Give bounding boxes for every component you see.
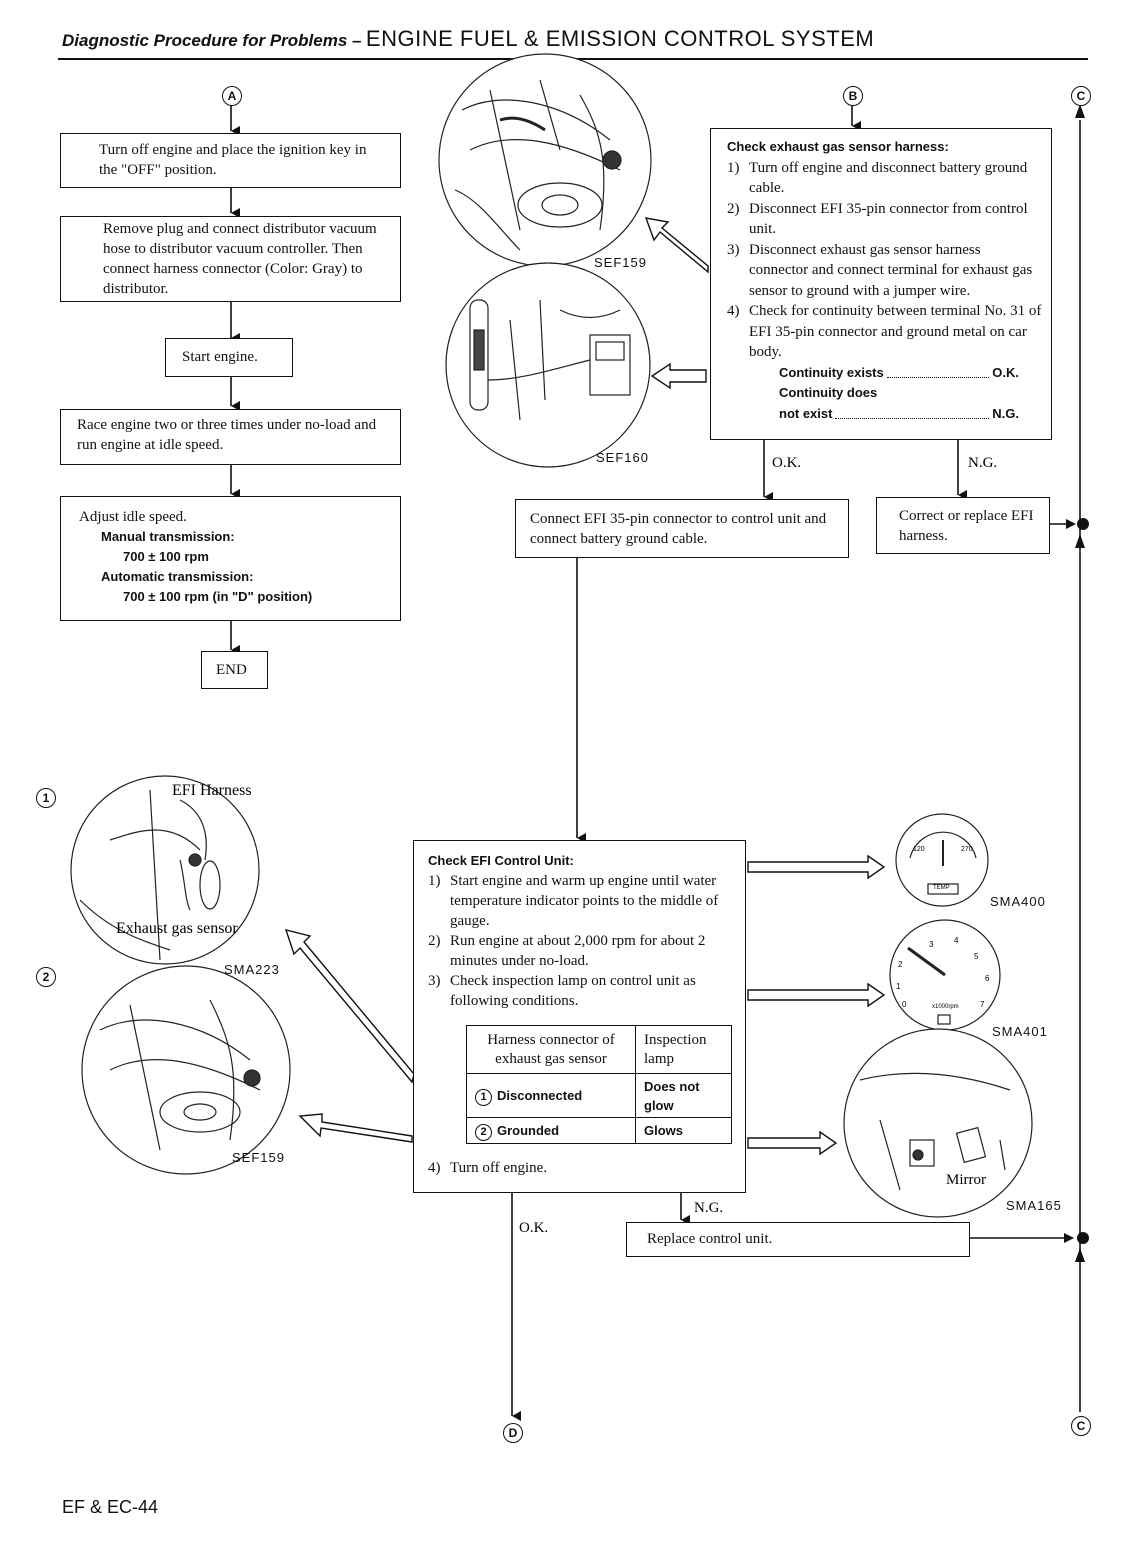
tach-tick-5: 5 [974, 952, 979, 961]
page-number: EF & EC-44 [62, 1497, 159, 1517]
unit-step: 2)Run engine at about 2,000 rpm for abou… [428, 933, 706, 969]
callout-exhaust-gas-sensor: Exhaust gas sensor [116, 920, 238, 937]
table-header-connector: Harness connector of exhaust gas sensor [466, 1025, 636, 1074]
table-row-does-not-glow: Does not glow [635, 1073, 732, 1118]
gauge-high-label: 270 [961, 846, 973, 853]
replace-control-unit-box: Replace control unit. [626, 1222, 970, 1257]
illustration-sef160 [445, 262, 651, 468]
tach-tick-2: 2 [898, 960, 903, 969]
automatic-transmission-value: 700 ± 100 rpm (in "D" position) [123, 589, 313, 604]
harness-step: 2)Disconnect EFI 35-pin connector from c… [727, 200, 1028, 238]
tach-tick-0: 0 [902, 1000, 907, 1009]
tach-unit-label: x1000rpm [932, 1004, 959, 1010]
marker-c-bottom: C [1071, 1416, 1091, 1436]
header-title: ENGINE FUEL & EMISSION CONTROL SYSTEM [365, 26, 875, 51]
bottom-ng: N.G. [694, 1200, 724, 1216]
table-row-glows: Glows [635, 1117, 732, 1144]
manual-transmission-label: Manual transmission: [101, 529, 235, 544]
unit-step: 1)Start engine and warm up engine until … [428, 873, 719, 929]
harness-step: 4)Check for continuity between terminal … [727, 303, 1042, 360]
tach-tick-3: 3 [929, 940, 934, 949]
illustration-sef159-bottom [81, 965, 291, 1175]
figure-label-sma223: SMA223 [224, 962, 280, 977]
inspection-table: Harness connector of exhaust gas sensor … [466, 1025, 732, 1144]
illustration-sma223 [70, 775, 260, 965]
unit-step: 3)Check inspection lamp on control unit … [428, 973, 696, 1009]
unit-step-4: 4)Turn off engine. [428, 1160, 548, 1176]
adjust-idle-title: Adjust idle speed. [79, 509, 187, 525]
marker-c-top: C [1071, 86, 1091, 106]
check-harness-title: Check exhaust gas sensor harness: [727, 139, 949, 154]
illustration-sma400 [895, 813, 989, 907]
correct-harness-box: Correct or replace EFI harness. [876, 497, 1050, 554]
connect-efi-box: Connect EFI 35-pin connector to control … [515, 499, 849, 558]
step-connect-distributor: Remove plug and connect distributor vacu… [60, 216, 401, 302]
marker-a: A [222, 86, 242, 106]
tach-tick-7: 7 [980, 1000, 985, 1009]
branch-ng: N.G. [968, 455, 998, 471]
callout-mirror: Mirror [946, 1172, 986, 1188]
branch-ok: O.K. [772, 455, 802, 471]
harness-step: 1)Turn off engine and disconnect battery… [727, 159, 1028, 197]
result-continuity-does: Continuity does [779, 385, 878, 400]
gauge-temp-label: TEMP [933, 885, 950, 891]
marker-d: D [503, 1423, 523, 1443]
callout-efi-harness: EFI Harness [172, 782, 252, 799]
figure-label-sma400: SMA400 [990, 894, 1046, 909]
tach-tick-4: 4 [954, 936, 959, 945]
illustration-sma165 [843, 1028, 1033, 1218]
table-header-lamp: Inspection lamp [635, 1025, 732, 1074]
harness-step: 3)Disconnect exhaust gas sensor harness … [727, 241, 1033, 299]
page-header: Diagnostic Procedure for Problems – ENGI… [62, 26, 874, 52]
step-start-engine: Start engine. [165, 338, 293, 377]
figure-label-sef159-top: SEF159 [594, 255, 647, 270]
check-control-unit-box: Check EFI Control Unit: 1)Start engine a… [413, 840, 746, 1193]
check-unit-title: Check EFI Control Unit: [428, 853, 574, 868]
automatic-transmission-label: Automatic transmission: [101, 569, 254, 584]
marker-b: B [843, 86, 863, 106]
tach-tick-1: 1 [896, 982, 901, 991]
header-italic: Diagnostic Procedure for Problems – [62, 31, 362, 50]
marker-1: 1 [36, 788, 56, 808]
figure-label-sef160: SEF160 [596, 450, 649, 465]
tach-tick-6: 6 [985, 974, 990, 983]
end-box: END [201, 651, 268, 689]
step-race-engine: Race engine two or three times under no-… [60, 409, 401, 465]
bottom-ok: O.K. [519, 1220, 549, 1236]
figure-label-sma401: SMA401 [992, 1024, 1048, 1039]
illustration-sma401 [889, 919, 1001, 1031]
figure-label-sma165: SMA165 [1006, 1198, 1062, 1213]
gauge-low-label: 120 [913, 846, 925, 853]
manual-transmission-value: 700 ± 100 rpm [123, 549, 209, 564]
step-turn-off-engine: Turn off engine and place the ignition k… [60, 133, 401, 188]
step-adjust-idle: Adjust idle speed. Manual transmission: … [60, 496, 401, 621]
marker-2: 2 [36, 967, 56, 987]
check-harness-box: Check exhaust gas sensor harness: 1)Turn… [710, 128, 1052, 440]
illustration-sef159-top [438, 53, 652, 267]
figure-label-sef159-bottom: SEF159 [232, 1150, 285, 1165]
